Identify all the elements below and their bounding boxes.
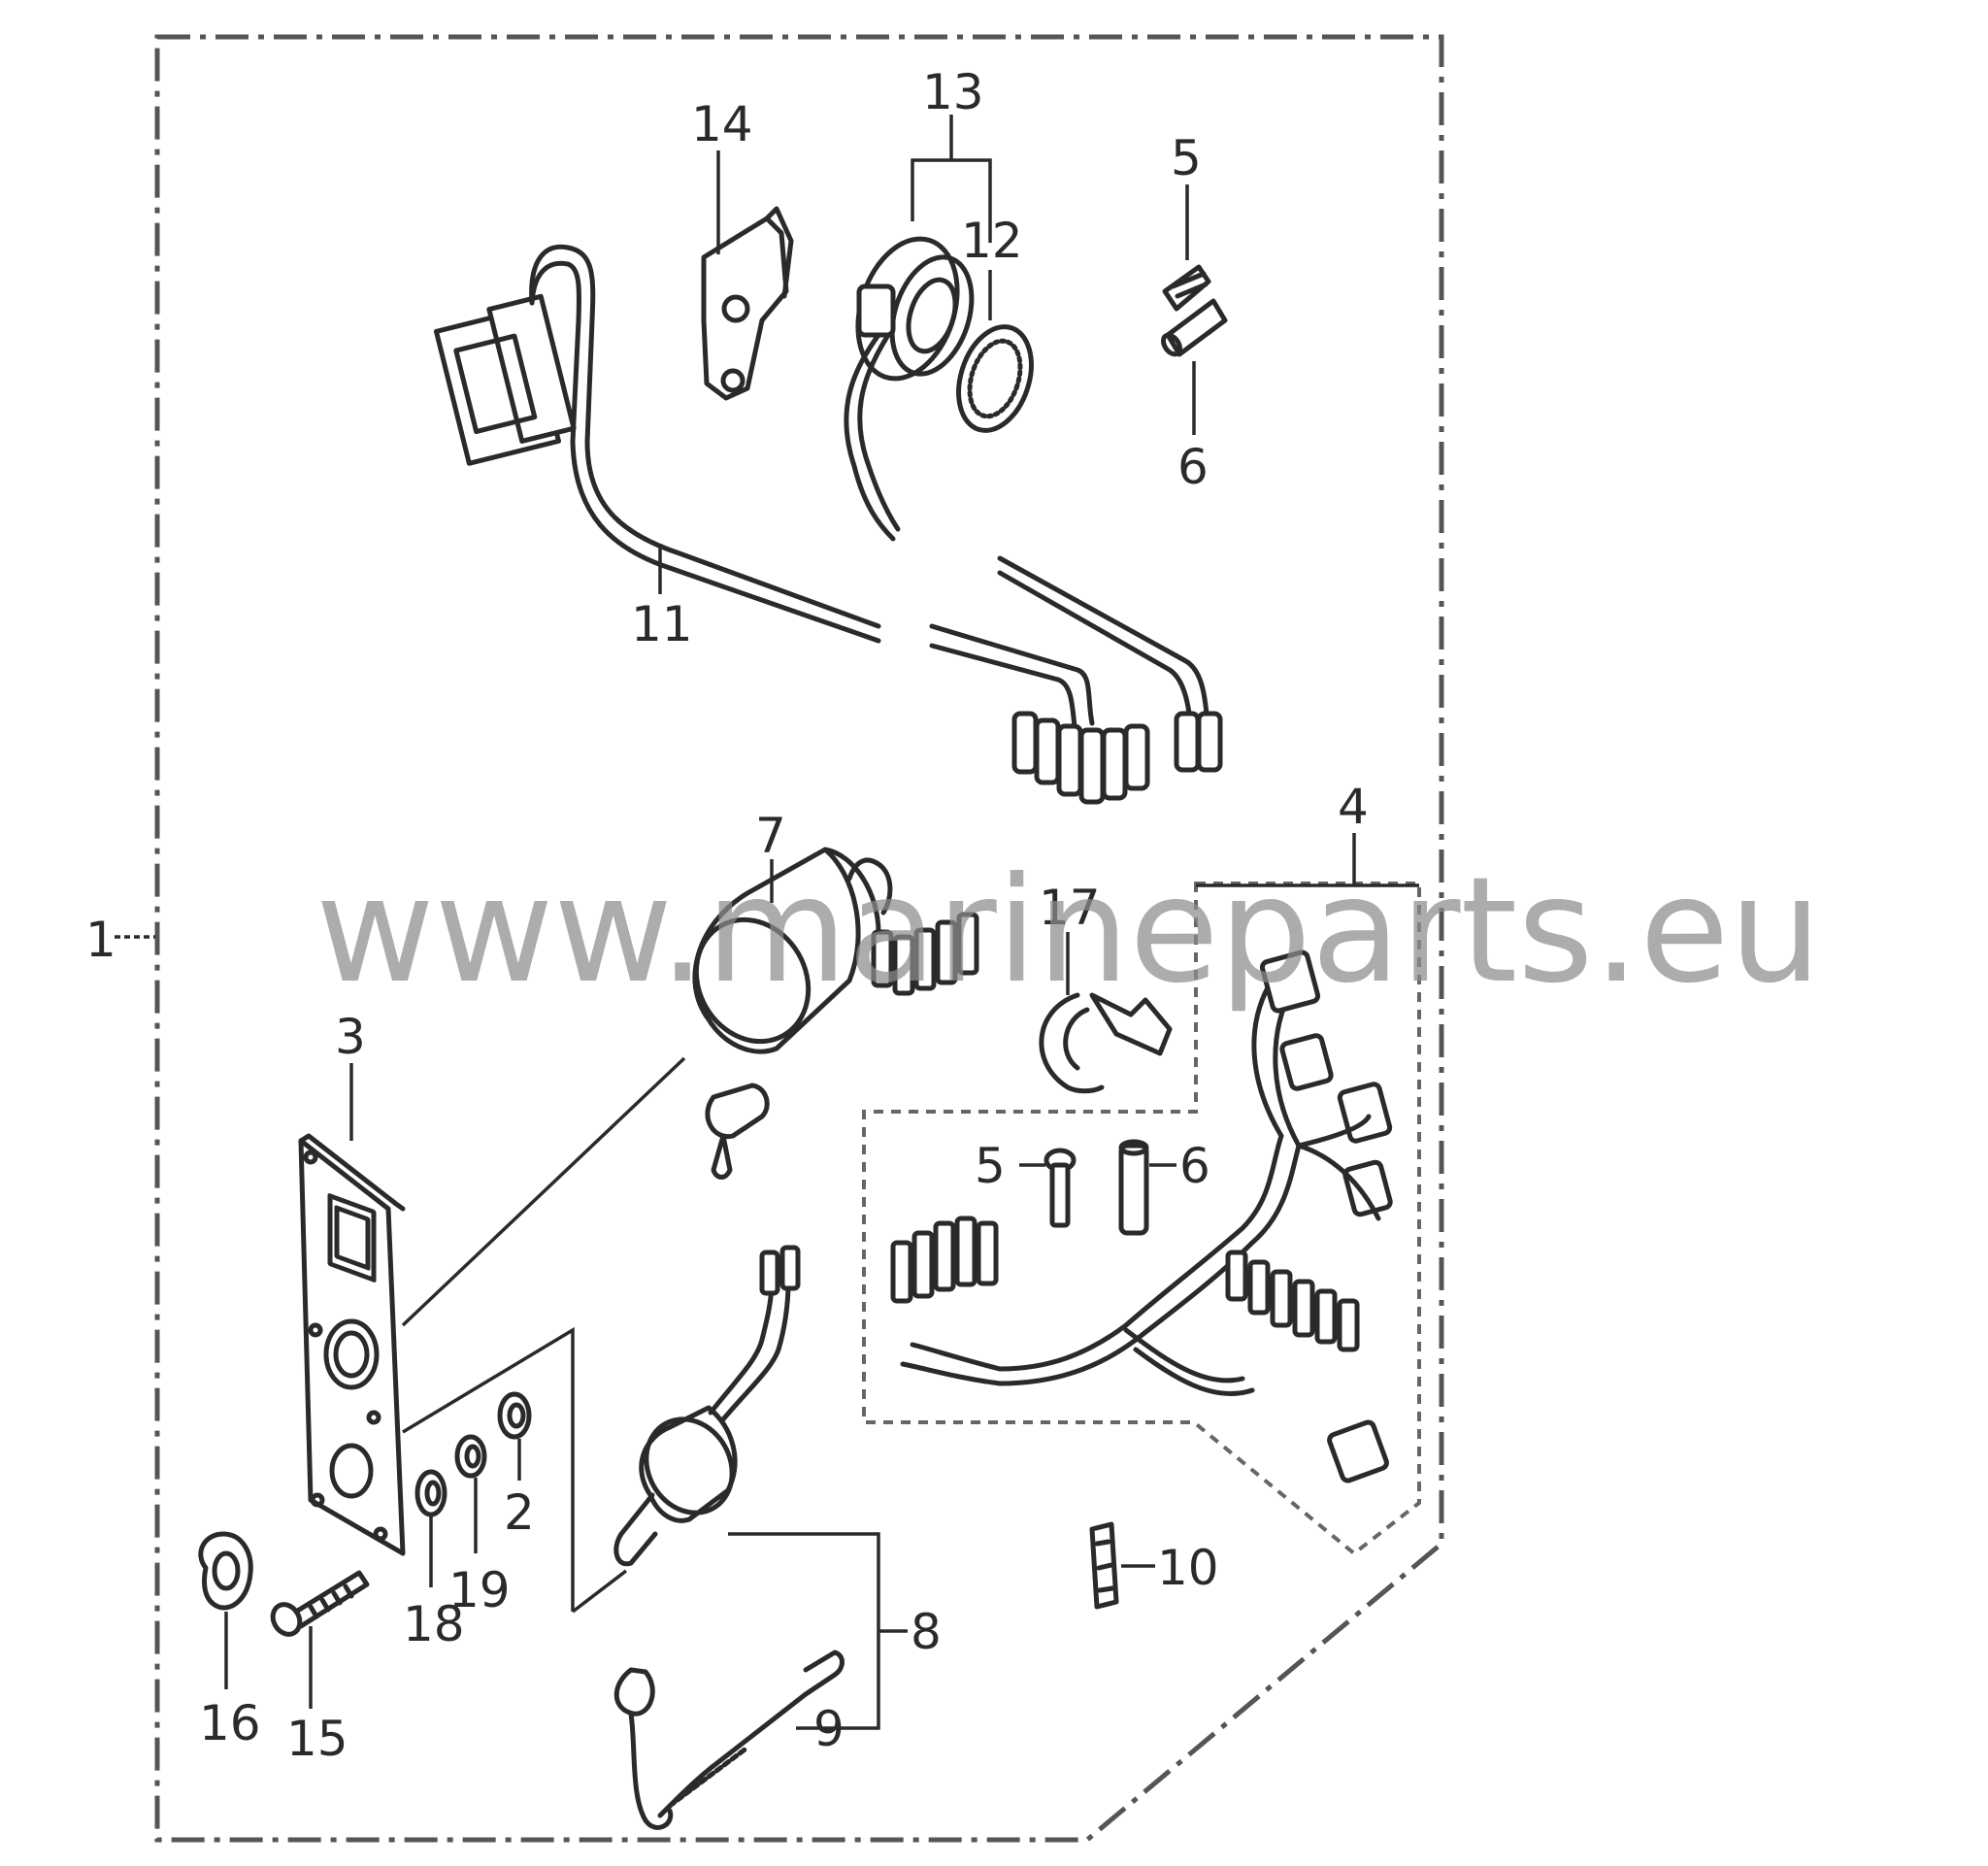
callout-6-kit: 6 [1179, 1138, 1210, 1194]
part-13-buzzer [844, 236, 975, 542]
callout-7: 7 [755, 808, 786, 864]
part-11-switch-cable [433, 244, 1223, 805]
part-6-sleeve-top [1160, 298, 1228, 435]
part-12-cap [956, 270, 1034, 433]
part-7-ignition-switch [692, 847, 979, 1180]
part-5-screw-top [1162, 184, 1211, 312]
part-2-nut [497, 1391, 532, 1481]
callout-18: 18 [403, 1596, 465, 1652]
part-6-sleeve-kit [1118, 1139, 1176, 1236]
callout-8: 8 [911, 1604, 942, 1660]
callout-1: 1 [85, 912, 116, 968]
part-14-bracket [701, 150, 794, 401]
part-10-clip [1089, 1521, 1155, 1610]
part-8-stop-switch [402, 1245, 908, 1730]
callout-16: 16 [199, 1695, 261, 1751]
part-4-harness [890, 950, 1393, 1483]
callout-5-kit: 5 [975, 1138, 1006, 1194]
part-19-washer [454, 1434, 487, 1553]
harness-subassembly-boundary [862, 882, 1421, 1556]
part-5-screw-kit [1019, 1148, 1077, 1228]
part-9-lanyard [613, 1649, 845, 1830]
callout-5-top: 5 [1171, 130, 1202, 186]
part-17-clamp [1039, 932, 1173, 1094]
callout-11: 11 [631, 596, 693, 652]
callout-3: 3 [335, 1009, 366, 1065]
part-16-nut [198, 1531, 253, 1689]
callout-10: 10 [1157, 1540, 1219, 1596]
callout-2: 2 [504, 1484, 535, 1541]
callout-14: 14 [691, 96, 753, 152]
callout-13: 13 [922, 64, 984, 120]
callout-12: 12 [961, 213, 1023, 269]
part-3-panel-plate [298, 1063, 406, 1556]
callout-4: 4 [1338, 779, 1369, 835]
part-15-screw [270, 1570, 370, 1709]
watermark: www.marineparts.eu [315, 847, 1822, 1016]
part-18-washer [414, 1469, 447, 1587]
callout-6-top: 6 [1177, 439, 1209, 495]
callout-19: 19 [448, 1562, 511, 1618]
callout-17: 17 [1039, 880, 1101, 936]
callout-15: 15 [286, 1711, 348, 1767]
assembly-boundary [154, 34, 1444, 1843]
callout-9: 9 [813, 1701, 845, 1757]
